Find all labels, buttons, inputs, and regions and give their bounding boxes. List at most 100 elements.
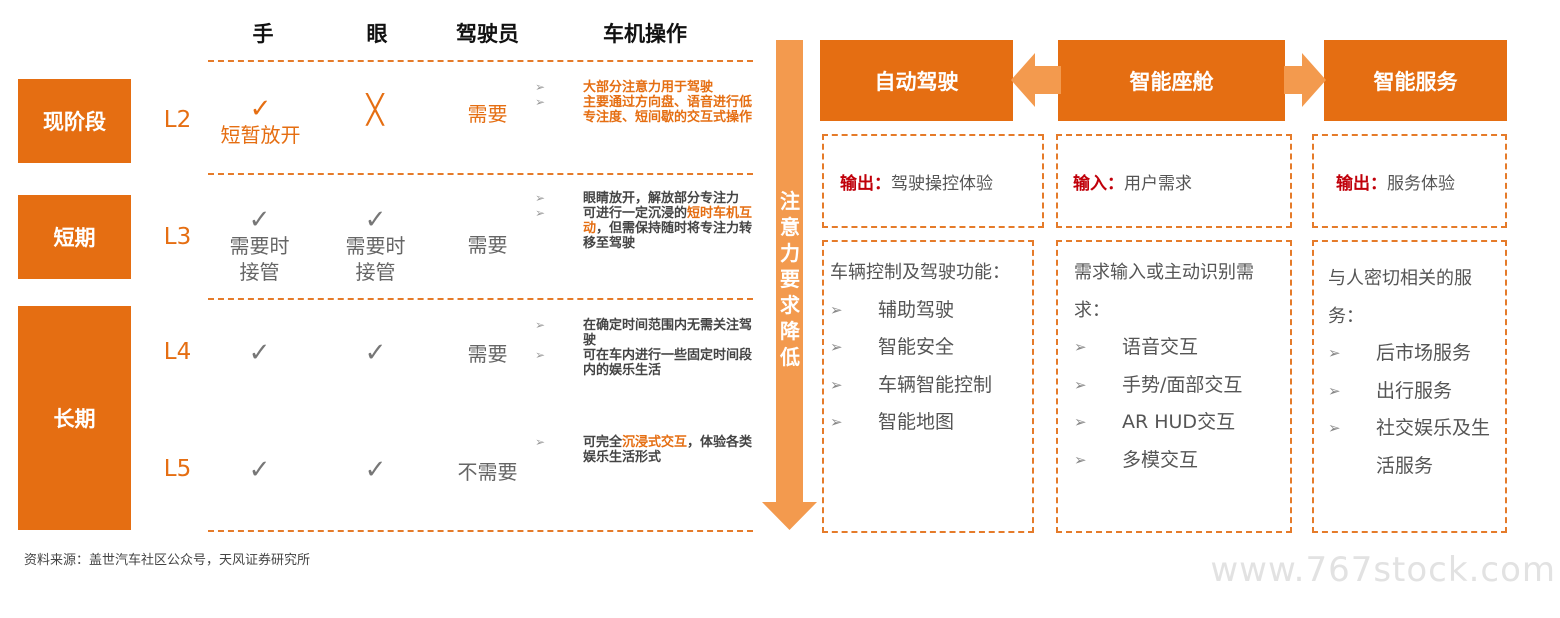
list-item: ➢辅助驾驶 [830, 292, 1032, 330]
l3-hand-text: 需要时接管 [229, 234, 290, 284]
arrow-bullet-icon: ➢ [830, 300, 843, 319]
io-key: 输出： [1336, 173, 1387, 194]
list-item: ➢主要通过方向盘、语音进行低专注度、短间歇的交互式操作 [535, 95, 753, 125]
level-l4: L4 [163, 339, 192, 365]
list-item: ➢大部分注意力用于驾驶 [535, 80, 714, 95]
io-value: 服务体验 [1387, 173, 1455, 194]
arrow-bullet-icon: ➢ [830, 413, 843, 431]
list-item: ➢出行服务 [1328, 373, 1493, 411]
row-divider [208, 60, 753, 62]
io-box-cockpit: 输入：用户需求 [1056, 134, 1292, 228]
highlight-text: 短时车机互动 [583, 206, 753, 236]
arrow-bullet-icon: ➢ [830, 338, 843, 356]
title-smart-cockpit: 智能座舱 [1058, 40, 1285, 121]
row-divider [208, 530, 753, 532]
list-item: ➢车辆智能控制 [830, 367, 1032, 405]
content-intro: 车辆控制及驾驶功能： [830, 262, 1010, 283]
content-intro: 需求输入或主动识别需求： [1074, 262, 1254, 321]
l2-operation-list: ➢大部分注意力用于驾驶 ➢主要通过方向盘、语音进行低专注度、短间歇的交互式操作 [535, 80, 763, 125]
l5-hand: ✓ [222, 457, 297, 483]
list-item: ➢后市场服务 [1328, 335, 1493, 373]
check-icon: ✓ [364, 338, 387, 368]
arrow-bullet-icon: ➢ [1074, 413, 1087, 431]
check-icon: ✓ [249, 94, 272, 124]
l4-eye: ✓ [338, 340, 413, 366]
header-operation: 车机操作 [603, 22, 687, 46]
io-box-service: 输出：服务体验 [1312, 134, 1507, 228]
highlight-text: 沉浸式交互 [622, 435, 688, 450]
l5-driver: 不需要 [457, 460, 518, 484]
l3-eye: ✓ 需要时接管 [338, 207, 413, 285]
io-box-driving: 输出：驾驶操控体验 [822, 134, 1044, 228]
io-value: 用户需求 [1124, 173, 1192, 194]
arrow-bullet-icon: ➢ [535, 348, 546, 362]
header-eye: 眼 [366, 22, 388, 46]
list-item: ➢在确定时间范围内无需关注驾驶 [535, 318, 753, 348]
stage-short: 短期 [18, 195, 131, 279]
io-key: 输出： [840, 173, 891, 194]
io-key: 输入： [1073, 173, 1124, 194]
l3-hand: ✓ 需要时接管 [222, 207, 297, 285]
list-item: ➢AR HUD交互 [1074, 404, 1278, 442]
arrow-bullet-icon: ➢ [535, 80, 546, 94]
l3-eye-text: 需要时接管 [345, 234, 406, 284]
content-box-driving: 车辆控制及驾驶功能： ➢辅助驾驶 ➢智能安全 ➢车辆智能控制 ➢智能地图 [822, 240, 1034, 533]
right-arrow-icon [1284, 53, 1326, 107]
header-driver: 驾驶员 [456, 22, 519, 46]
l5-operation-list: ➢可完全沉浸式交互，体验各类娱乐生活形式 [535, 435, 763, 465]
arrow-bullet-icon: ➢ [1328, 381, 1341, 400]
arrow-bullet-icon: ➢ [1328, 344, 1341, 362]
cross-icon: ╳ [366, 93, 384, 126]
check-icon: ✓ [364, 455, 387, 485]
list-item: ➢社交娱乐及生活服务 [1328, 410, 1493, 485]
list-item: ➢智能安全 [830, 329, 1032, 367]
stage-current: 现阶段 [18, 79, 131, 163]
io-value: 驾驶操控体验 [891, 173, 993, 194]
arrow-bullet-icon: ➢ [535, 435, 546, 449]
list-item: ➢可完全沉浸式交互，体验各类娱乐生活形式 [535, 435, 753, 465]
check-icon: ✓ [364, 205, 387, 235]
list-item: ➢可进行一定沉浸的短时车机互动，但需保持随时将专注力转移至驾驶 [535, 206, 753, 251]
row-divider [208, 298, 753, 300]
level-l3: L3 [163, 224, 192, 250]
l2-hand-text: 短暂放开 [220, 123, 301, 147]
watermark: www.767stock.com [1210, 550, 1556, 590]
l3-driver: 需要 [467, 233, 508, 257]
l4-hand: ✓ [222, 340, 297, 366]
l3-operation-list: ➢眼睛放开，解放部分专注力 ➢可进行一定沉浸的短时车机互动，但需保持随时将专注力… [535, 191, 763, 251]
down-arrow-icon [762, 40, 817, 530]
source-note: 资料来源：盖世汽车社区公众号，天风证券研究所 [24, 553, 311, 568]
arrow-bullet-icon: ➢ [1074, 450, 1087, 469]
left-arrow-icon [1011, 53, 1061, 107]
l4-driver: 需要 [467, 342, 508, 366]
l2-eye: ╳ [340, 93, 410, 126]
list-item: ➢多模交互 [1074, 442, 1278, 480]
list-item: ➢语音交互 [1074, 329, 1278, 367]
arrow-bullet-icon: ➢ [535, 318, 546, 332]
arrow-bullet-icon: ➢ [830, 375, 843, 394]
list-item: ➢可在车内进行一些固定时间段内的娱乐生活 [535, 348, 753, 378]
level-l5: L5 [163, 456, 192, 482]
content-intro: 与人密切相关的服务： [1328, 268, 1472, 327]
check-icon: ✓ [248, 338, 271, 368]
check-icon: ✓ [248, 205, 271, 235]
list-item: ➢手势/面部交互 [1074, 367, 1278, 405]
l2-hand: ✓ 短暂放开 [208, 96, 313, 148]
arrow-bullet-icon: ➢ [1328, 419, 1341, 437]
row-divider [208, 173, 753, 175]
title-autonomous-driving: 自动驾驶 [820, 40, 1013, 121]
title-smart-service: 智能服务 [1324, 40, 1507, 121]
arrow-bullet-icon: ➢ [1074, 338, 1087, 356]
check-icon: ✓ [248, 455, 271, 485]
list-item: ➢智能地图 [830, 404, 1032, 442]
l4-operation-list: ➢在确定时间范围内无需关注驾驶 ➢可在车内进行一些固定时间段内的娱乐生活 [535, 318, 763, 378]
arrow-bullet-icon: ➢ [535, 206, 546, 220]
level-l2: L2 [163, 107, 192, 133]
l5-eye: ✓ [338, 457, 413, 483]
attention-decrease-label: 注意力要求降低 [780, 189, 800, 369]
content-box-cockpit: 需求输入或主动识别需求： ➢语音交互 ➢手势/面部交互 ➢AR HUD交互 ➢多… [1056, 240, 1292, 533]
list-item: ➢眼睛放开，解放部分专注力 [535, 191, 740, 206]
header-hand: 手 [252, 22, 274, 46]
l2-driver: 需要 [467, 102, 508, 126]
content-box-service: 与人密切相关的服务： ➢后市场服务 ➢出行服务 ➢社交娱乐及生活服务 [1312, 240, 1507, 533]
